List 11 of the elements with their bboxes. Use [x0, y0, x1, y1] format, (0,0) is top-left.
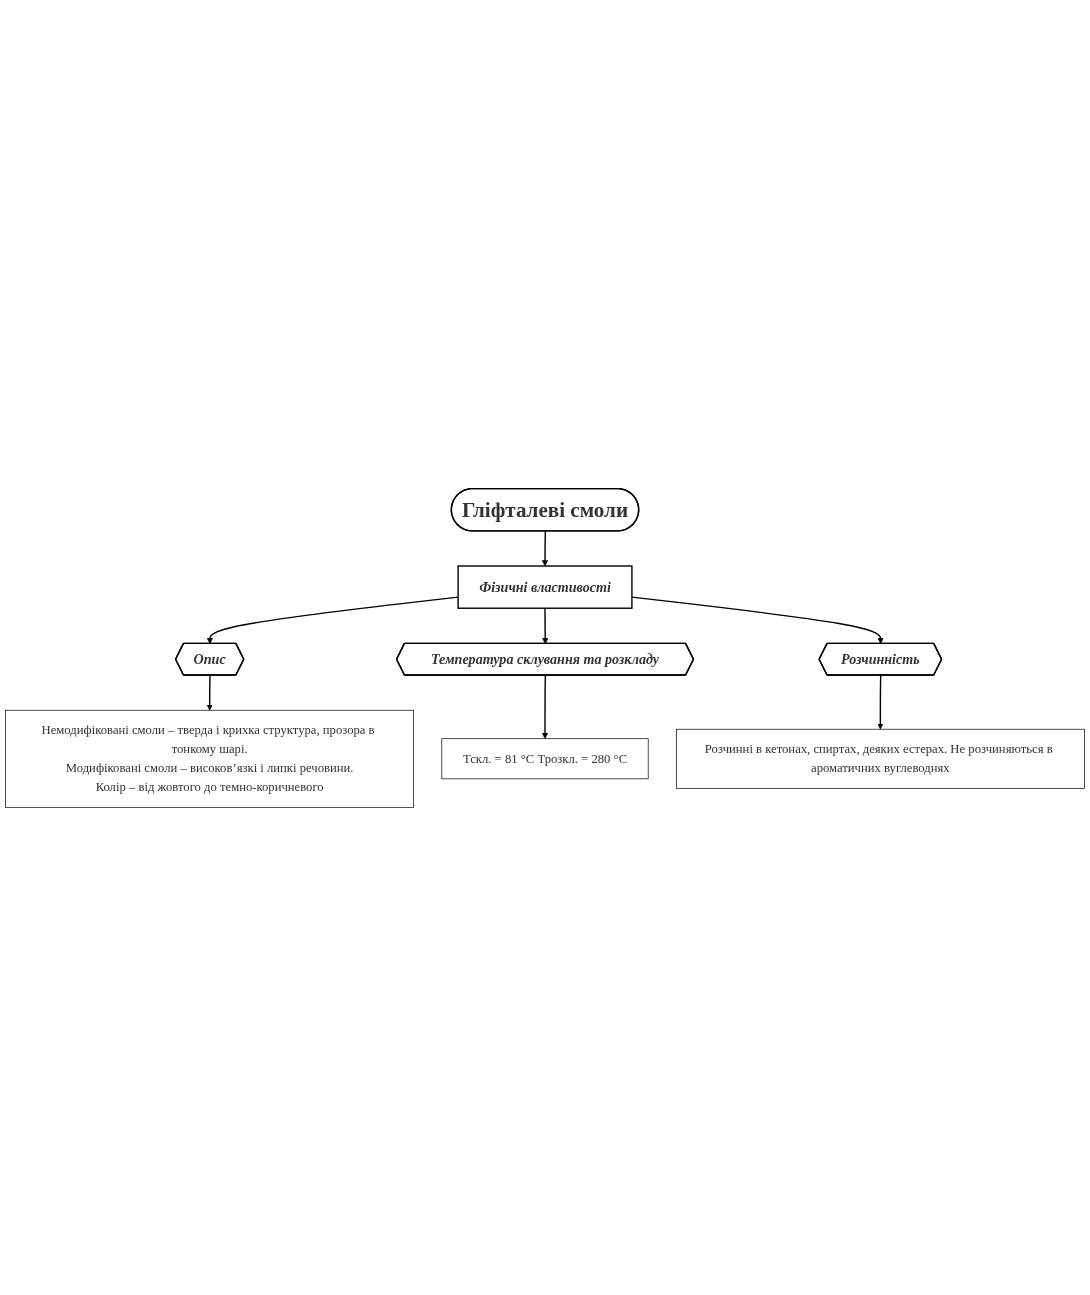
arrow: [542, 607, 549, 644]
node-box: Фізичні властивості: [457, 564, 633, 609]
arrow: [206, 674, 213, 711]
arrow: [631, 595, 884, 644]
node-box: Тскл. = 81 °C Трозкл. = 280 °C: [441, 737, 649, 779]
arrow: [541, 674, 549, 739]
arrow: [206, 595, 459, 644]
node-box: Немодифіковані смоли – тверда і крихка структура, прозора в тонкому шарі. Модифіковані смоли – високов’язкі і липкі речовини. Колір – від жовтого до темно-коричневого: [5, 709, 414, 808]
arrow: [541, 530, 549, 566]
arrow: [877, 674, 884, 730]
node-box: Розчинні в кетонах, спиртах, деяких естерах. Не розчиняються в ароматичних вуглеводнях: [676, 728, 1085, 789]
